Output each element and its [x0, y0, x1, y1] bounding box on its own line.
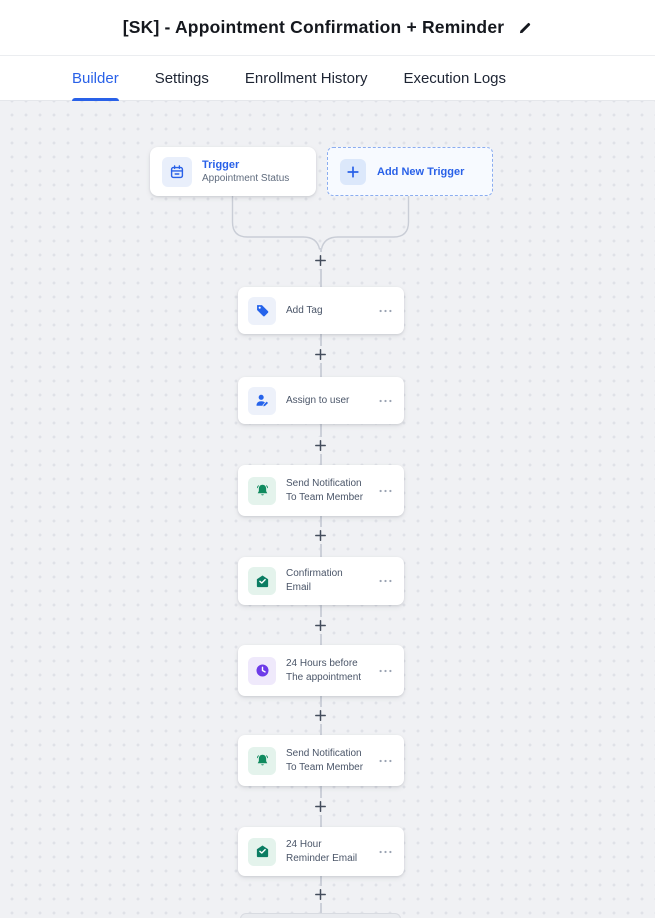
pencil-icon	[520, 22, 531, 33]
node-menu-button[interactable]	[377, 397, 394, 405]
bell-icon	[256, 754, 268, 766]
node-menu-button[interactable]	[377, 667, 394, 675]
node-label: Confirmation Email	[286, 568, 343, 593]
add-new-trigger-button[interactable]: Add New Trigger	[327, 147, 493, 196]
workflow-node-assign-to-user[interactable]: Assign to user	[238, 377, 404, 424]
next-node-partial	[240, 913, 401, 918]
trigger-title: Trigger	[202, 159, 240, 171]
ellipsis-icon	[379, 579, 392, 583]
plus-icon	[315, 348, 326, 360]
plus-icon	[347, 165, 359, 178]
tab-label: Enrollment History	[244, 69, 368, 87]
node-menu-button[interactable]	[377, 757, 394, 765]
trigger-icon-box	[162, 156, 192, 187]
user-edit-icon	[256, 394, 268, 407]
bell-icon	[256, 484, 268, 496]
tab-label: Settings	[154, 69, 209, 87]
ellipsis-icon	[379, 759, 392, 762]
trigger-subtitle: Appointment Status	[202, 173, 290, 184]
workflow-canvas: Trigger Appointment Status Add New Trigg…	[0, 101, 655, 918]
plus-icon	[315, 439, 326, 451]
workflow-node-send-notification-2[interactable]: Send Notification To Team Member	[238, 735, 404, 786]
connector-plus-button[interactable]	[312, 885, 329, 903]
calendar-icon	[170, 164, 184, 178]
workflow-node-wait-24-hours[interactable]: 24 Hours before The appointment	[238, 645, 404, 696]
node-label: Assign to user	[286, 394, 350, 406]
plus-icon	[315, 800, 326, 812]
plus-icon	[315, 529, 326, 541]
node-icon-box	[248, 386, 276, 415]
connector-plus-button[interactable]	[312, 797, 329, 815]
node-icon-box	[248, 567, 276, 595]
tab-builder[interactable]: Builder	[72, 56, 119, 101]
ellipsis-icon	[379, 850, 392, 853]
email-check-icon	[256, 845, 268, 858]
plus-icon	[315, 888, 326, 900]
node-label: 24 Hours before The appointment	[286, 657, 362, 683]
node-menu-button[interactable]	[377, 307, 394, 315]
tab-label: Execution Logs	[403, 69, 507, 87]
tab-label: Builder	[72, 69, 119, 87]
workflow-node-add-tag[interactable]: Add Tag	[238, 287, 404, 334]
tab-execution-logs[interactable]: Execution Logs	[403, 56, 506, 100]
tab-settings[interactable]: Settings	[155, 56, 209, 100]
node-label: Send Notification To Team Member	[286, 747, 364, 773]
ellipsis-icon	[379, 399, 392, 402]
tag-icon	[256, 305, 268, 317]
connector-plus-button[interactable]	[312, 345, 329, 363]
trigger-node[interactable]: Trigger Appointment Status	[150, 147, 316, 196]
clock-icon	[256, 664, 268, 677]
workflow-node-send-notification-1[interactable]: Send Notification To Team Member	[238, 465, 404, 516]
node-label: Send Notification To Team Member	[286, 477, 364, 503]
connector-plus-button[interactable]	[312, 616, 329, 634]
workflow-node-confirmation-email[interactable]: Confirmation Email	[238, 557, 404, 605]
workflow-header: [SK] - Appointment Confirmation + Remind…	[0, 0, 655, 56]
connector-plus-button[interactable]	[312, 251, 329, 269]
node-icon-box	[248, 746, 276, 775]
ellipsis-icon	[379, 309, 392, 312]
ellipsis-icon	[379, 489, 392, 492]
add-trigger-icon-box	[340, 158, 366, 185]
connector-plus-button[interactable]	[312, 436, 329, 454]
node-label: 24 Hour Reminder Email	[286, 838, 358, 864]
add-new-trigger-label: Add New Trigger	[377, 165, 465, 178]
plus-icon	[315, 619, 326, 631]
plus-icon	[315, 709, 326, 721]
node-menu-button[interactable]	[377, 577, 394, 585]
tab-enrollment-history[interactable]: Enrollment History	[245, 56, 368, 100]
tab-bar: Builder Settings Enrollment History Exec…	[0, 56, 655, 101]
page-title: [SK] - Appointment Confirmation + Remind…	[122, 17, 505, 37]
node-menu-button[interactable]	[377, 848, 394, 856]
workflow-node-24-hour-reminder-email[interactable]: 24 Hour Reminder Email	[238, 827, 404, 876]
node-icon-box	[248, 837, 276, 866]
node-icon-box	[248, 296, 276, 325]
edit-title-button[interactable]	[518, 21, 532, 35]
node-menu-button[interactable]	[377, 487, 394, 495]
node-icon-box	[248, 656, 276, 685]
node-icon-box	[248, 476, 276, 505]
node-label: Add Tag	[286, 304, 323, 316]
connector-plus-button[interactable]	[312, 706, 329, 724]
connector-plus-button[interactable]	[312, 526, 329, 544]
email-check-icon	[256, 575, 268, 587]
ellipsis-icon	[379, 669, 392, 672]
plus-icon	[315, 254, 326, 266]
